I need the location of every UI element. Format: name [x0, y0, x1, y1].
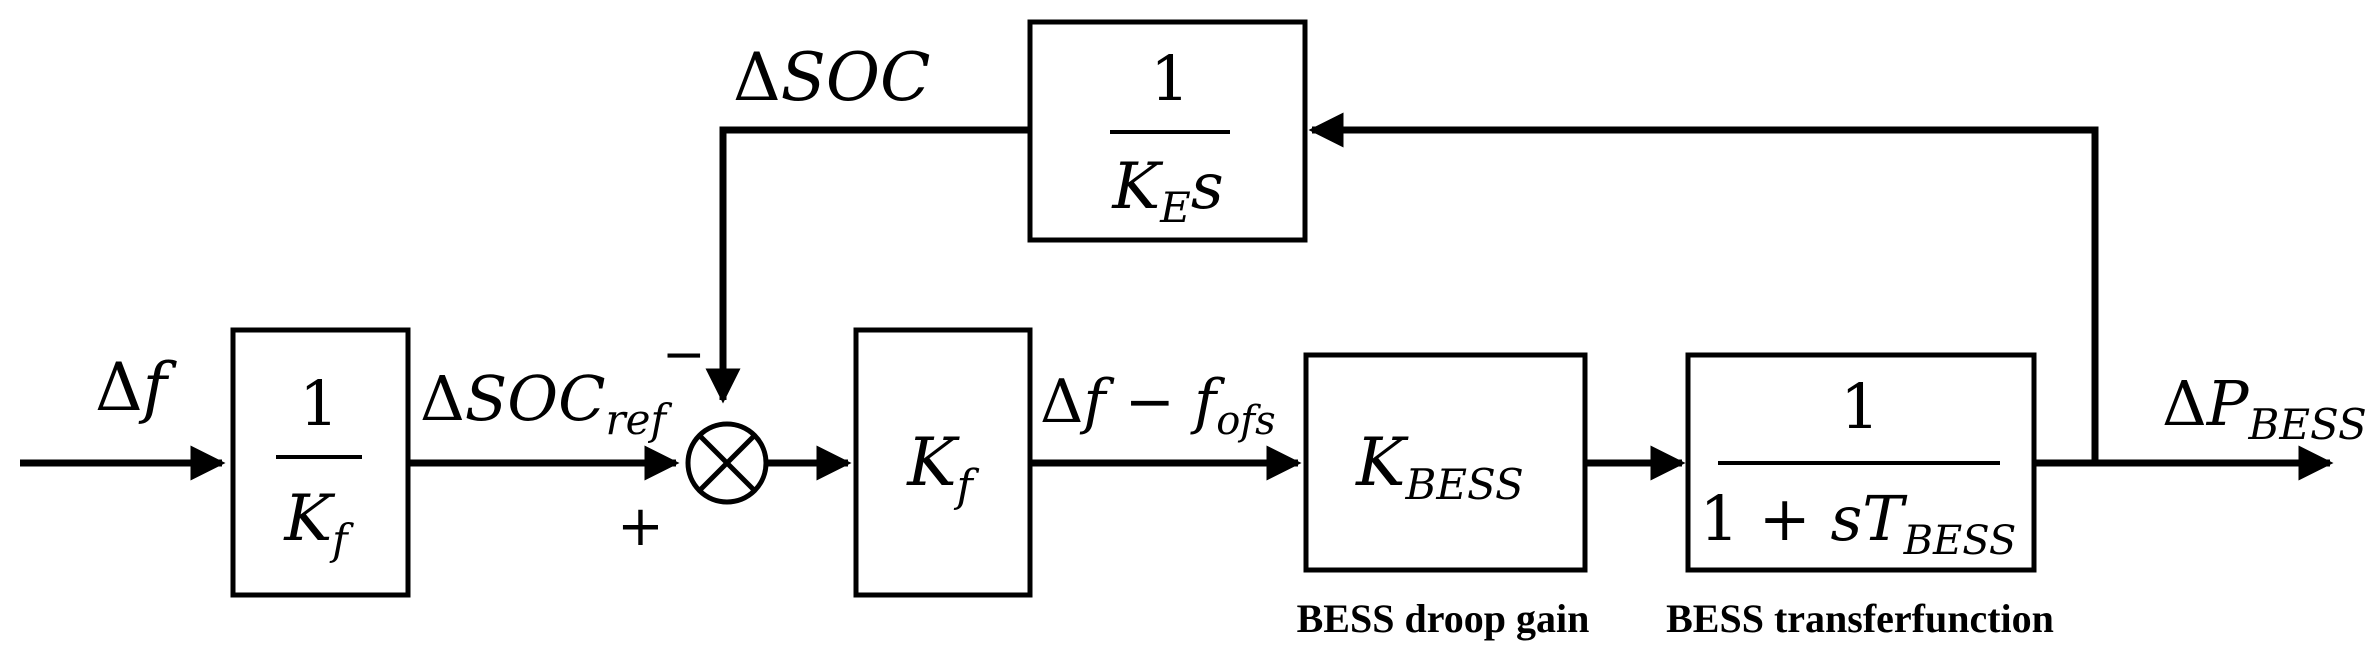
block-inverse-kf	[230, 327, 411, 598]
transfer-caption: BESS transferfunction	[1666, 596, 2054, 641]
label-plus-sign: +	[617, 494, 664, 559]
droop-gain-label: KBESS	[1355, 424, 1524, 509]
transfer-denominator: 1 + sTBESS	[1700, 482, 2017, 564]
label-delta-soc: ΔSOC	[733, 39, 931, 116]
inverse-kf-numerator: 1	[299, 367, 338, 440]
droop-gain-caption: BESS droop gain	[1297, 596, 1590, 641]
integrator-denominator: KEs	[1111, 150, 1223, 232]
feedback-down-wire	[705, 126, 1030, 404]
transfer-numerator: 1	[1840, 370, 1879, 443]
block-gain-kf	[853, 327, 1033, 598]
integrator-numerator: 1	[1150, 42, 1189, 115]
label-minus-sign: −	[662, 325, 706, 385]
label-delta-p-bess: ΔPBESS	[2162, 367, 2367, 449]
label-delta-f-minus-fofs: Δf − fofs	[1040, 367, 1276, 444]
inverse-kf-denominator: Kf	[283, 482, 354, 564]
label-delta-f-input: Δf	[95, 349, 178, 426]
summing-cross-b	[697, 433, 757, 493]
block-droop-gain	[1303, 352, 1588, 573]
label-delta-soc-ref: ΔSOCref	[420, 362, 672, 444]
feedback-up-wire	[1308, 112, 2099, 463]
